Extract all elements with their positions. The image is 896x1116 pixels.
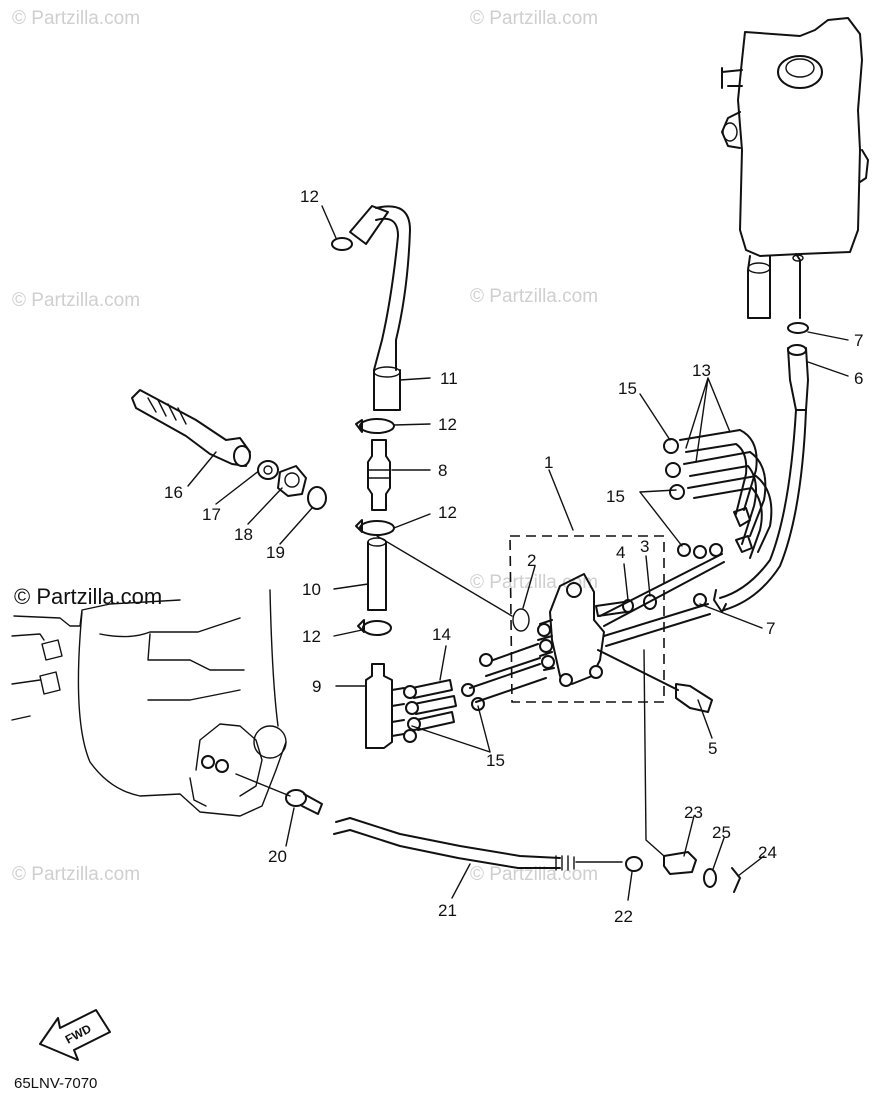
leader-lines: [187, 205, 849, 901]
callout-20: 20: [268, 847, 287, 866]
callout-24: 24: [758, 843, 777, 862]
callout-19: 19: [266, 543, 285, 562]
callout-10: 10: [302, 580, 321, 599]
callout-12-top: 12: [300, 187, 319, 206]
callout-13: 13: [692, 361, 711, 380]
callout-12-lower: 12: [302, 627, 321, 646]
callout-25: 25: [712, 823, 731, 842]
callout-labels: 1 2 3 4 5 6 7 7 8 9 10 11 12 12 12 12 13…: [164, 187, 863, 926]
callout-18: 18: [234, 525, 253, 544]
joint-9: [365, 663, 405, 749]
callout-1: 1: [544, 453, 553, 472]
callout-15-middle: 15: [606, 487, 625, 506]
callout-8: 8: [438, 461, 447, 480]
callout-2: 2: [527, 551, 536, 570]
watermark-text: © Partzilla.com: [470, 286, 598, 307]
callout-11: 11: [440, 369, 458, 388]
callout-7-top: 7: [854, 331, 863, 350]
callout-16: 16: [164, 483, 183, 502]
watermark-text: © Partzilla.com: [12, 864, 140, 885]
callout-22: 22: [614, 907, 633, 926]
oil-tank-drawing: [713, 17, 869, 613]
callout-14: 14: [432, 625, 451, 644]
fwd-arrow: FWD: [39, 1009, 111, 1061]
callout-12-upper: 12: [438, 415, 457, 434]
watermark-main: © Partzilla.com: [14, 584, 162, 609]
hose-11-assembly: [331, 205, 411, 411]
watermark-text: © Partzilla.com: [470, 864, 598, 885]
callout-17: 17: [202, 505, 221, 524]
driven-gear-16: [131, 389, 327, 510]
callout-7-pump: 7: [766, 619, 775, 638]
callout-5: 5: [708, 739, 717, 758]
callout-12-middle: 12: [438, 503, 457, 522]
callout-6: 6: [854, 369, 863, 388]
callout-9: 9: [312, 677, 321, 696]
watermark-text: © Partzilla.com: [470, 572, 598, 593]
watermark-text: © Partzilla.com: [470, 8, 598, 29]
callout-15-bottom: 15: [486, 751, 505, 770]
callout-21: 21: [438, 901, 457, 920]
filter-8-assembly: [355, 418, 395, 636]
callout-3: 3: [640, 537, 649, 556]
watermarks: © Partzilla.com © Partzilla.com © Partzi…: [12, 8, 598, 885]
callout-4: 4: [616, 543, 625, 562]
hoses-14: [403, 679, 485, 743]
oil-pump-1: [469, 535, 725, 857]
watermark-text: © Partzilla.com: [12, 8, 140, 29]
callout-23: 23: [684, 803, 703, 822]
hose-bundle-13: [663, 429, 773, 559]
engine-outline: [11, 589, 287, 817]
watermark-text: © Partzilla.com: [12, 290, 140, 311]
callout-15-top: 15: [618, 379, 637, 398]
diagram-code: 65LNV-7070: [14, 1075, 97, 1092]
oil-pump-cable-21: [235, 773, 741, 893]
